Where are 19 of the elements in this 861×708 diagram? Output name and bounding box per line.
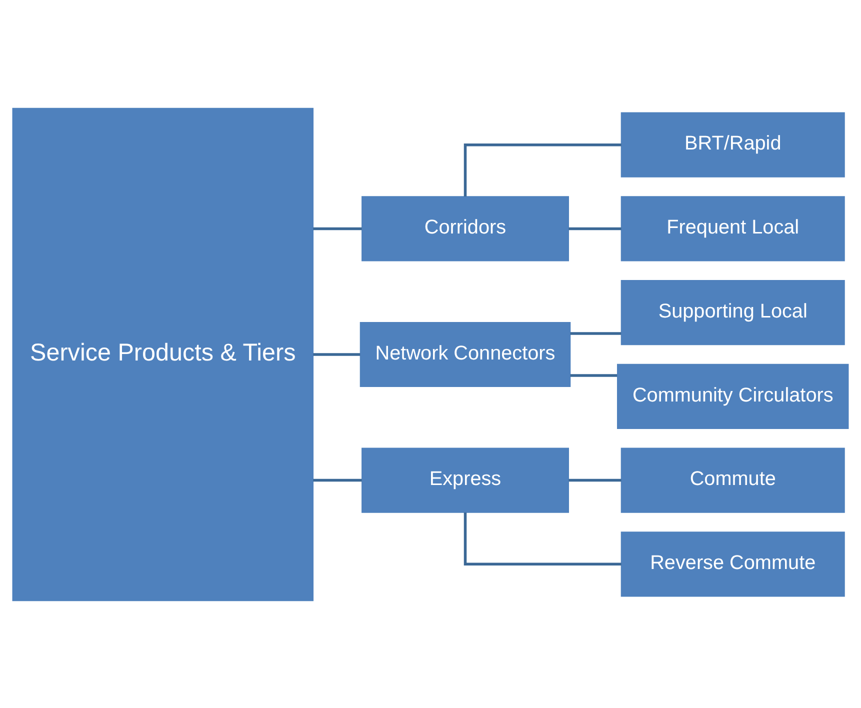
node-box: Express — [362, 447, 569, 512]
node-box: Corridors — [362, 196, 569, 261]
connector — [313, 478, 362, 482]
node-box: Frequent Local — [620, 196, 845, 261]
connector — [313, 352, 360, 356]
connector — [464, 512, 622, 566]
node-box: Community Circulators — [617, 363, 849, 428]
node-box: Commute — [620, 447, 845, 512]
node-box: Reverse Commute — [620, 531, 845, 596]
connector — [568, 226, 622, 230]
node-box: Supporting Local — [620, 280, 845, 345]
connector — [570, 374, 618, 376]
connector — [464, 142, 622, 196]
connector — [570, 332, 622, 334]
node-box: Service Products & Tiers — [12, 107, 314, 601]
connector — [568, 478, 622, 482]
node-box: Network Connectors — [360, 321, 571, 387]
connector — [313, 226, 362, 230]
node-box: BRT/Rapid — [620, 112, 845, 177]
